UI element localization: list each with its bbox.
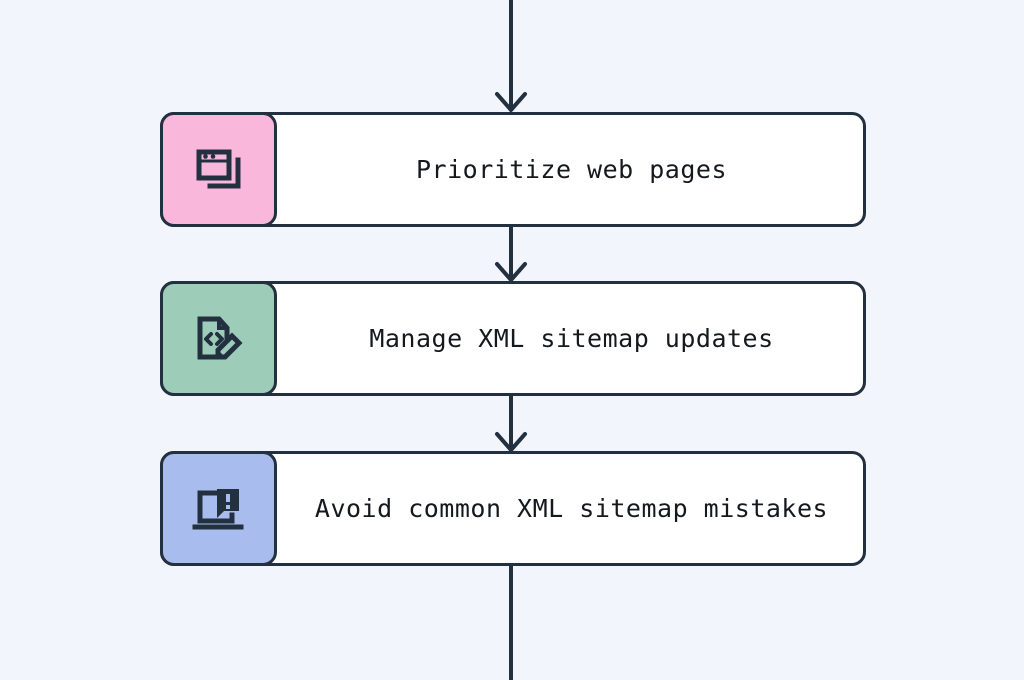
flow-step-1[interactable]: Prioritize web pages	[160, 112, 866, 227]
connector-step-2-to-step-3	[495, 396, 527, 452]
laptop-alert-icon	[192, 488, 243, 529]
step-1-icon-container	[160, 112, 277, 227]
step-2-label: Manage XML sitemap updates	[369, 324, 774, 353]
browser-windows-stack-icon	[196, 149, 240, 188]
connector-step-1-to-step-2	[495, 226, 527, 282]
code-file-edit-icon	[197, 316, 243, 359]
flow-step-2[interactable]: Manage XML sitemap updates	[160, 281, 866, 396]
step-1-label: Prioritize web pages	[415, 155, 728, 184]
step-2-icon-container	[160, 281, 277, 396]
step-3-card	[160, 451, 866, 566]
step-3-icon-container	[160, 451, 277, 566]
step-3-label: Avoid common XML sitemap mistakes	[314, 494, 829, 523]
step-2-card	[160, 281, 866, 396]
flow-step-3[interactable]: Avoid common XML sitemap mistakes	[160, 451, 866, 566]
connector-top-to-step-1	[495, 0, 527, 112]
